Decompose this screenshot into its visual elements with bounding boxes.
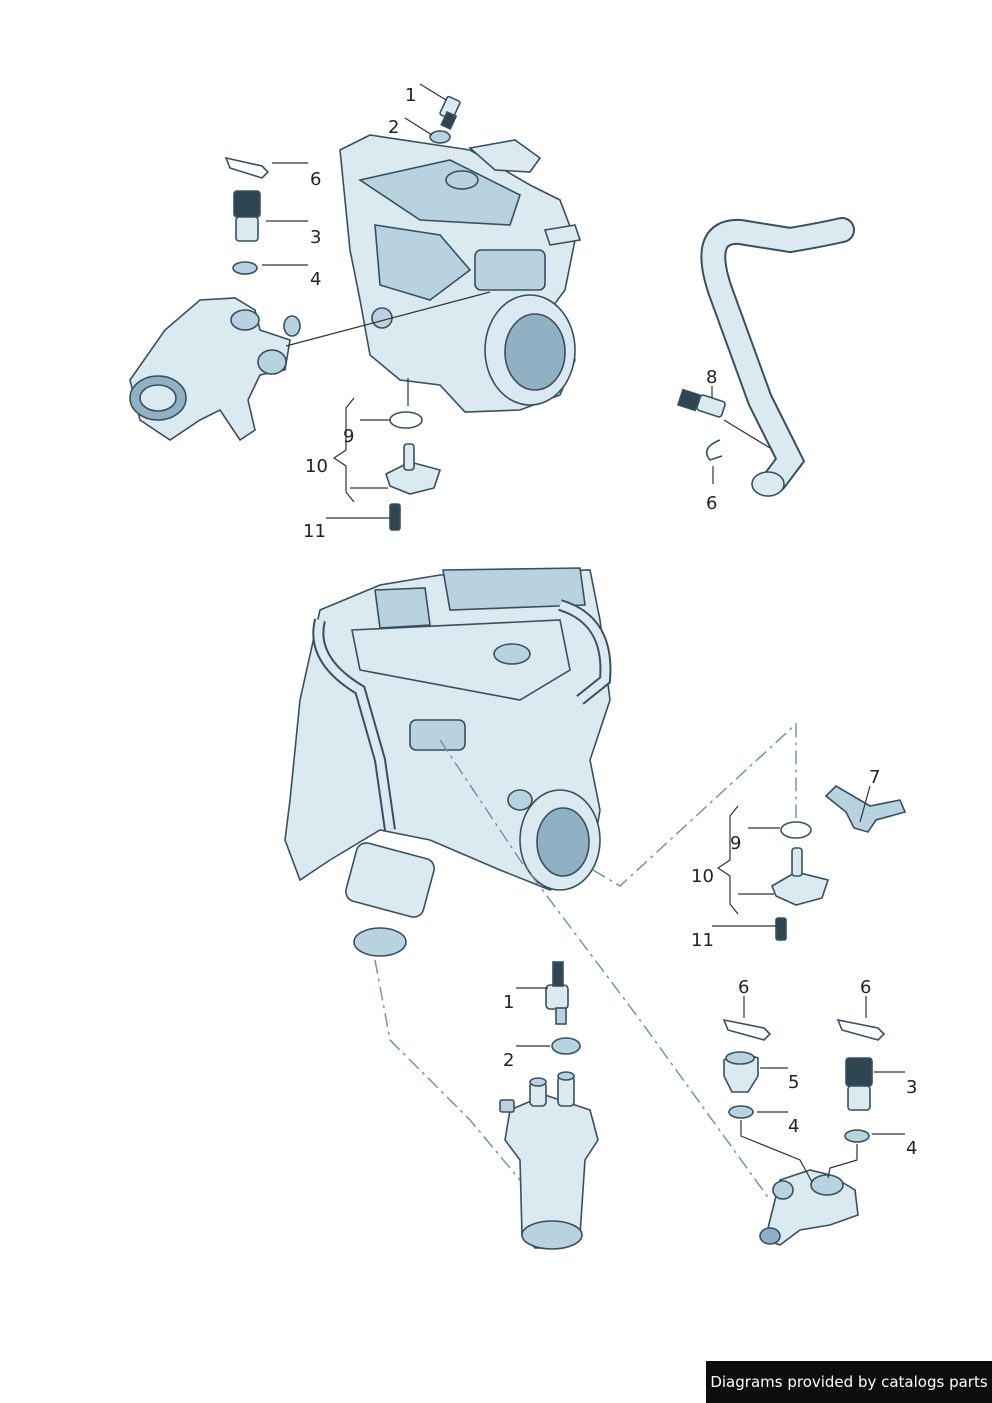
callout-4-lower-a: 4 [788,1116,799,1137]
callout-6-right: 6 [706,493,717,514]
leader-lines-bottom [374,722,905,1201]
engine-bottom [284,567,612,957]
sender-8 [676,388,726,418]
callout-6-lower-b: 6 [860,977,871,998]
callout-11: 11 [303,521,326,542]
coolant-hose [700,217,855,497]
spring-clip-6-top [224,156,270,179]
seal-ring-4-top [232,261,258,275]
spring-clip-6-right [705,439,723,461]
coolant-pipe-lower [759,1169,859,1246]
callout-1: 1 [405,85,416,106]
callout-11-bottom: 11 [691,930,714,951]
seal-2-top [429,130,451,144]
callout-7: 7 [869,767,880,788]
callout-2-bottom: 2 [503,1050,514,1071]
coolant-flange-top [129,297,301,442]
leader-lines-top [262,83,771,519]
callouts-lower-right: 7 9 10 11 6 5 4 6 3 4 [691,767,917,1159]
sender-1-bottom [545,961,569,1025]
seal-ring-4-lower-a [728,1105,754,1119]
callouts-lower-center: 1 2 [503,992,514,1071]
callout-10-bottom: 10 [691,866,714,887]
callout-4: 4 [310,269,321,290]
seal-2-bottom [551,1037,581,1055]
engine-top [339,134,582,413]
callout-3: 3 [310,227,321,248]
callout-9: 9 [343,426,354,447]
callout-10: 10 [305,456,328,477]
callout-2: 2 [388,117,399,138]
seal-ring-4-lower-b [844,1129,870,1143]
callouts-top-left: 1 2 6 3 4 9 10 11 [303,85,416,542]
callout-3-bottom: 3 [906,1077,917,1098]
callout-6-lower-a: 6 [738,977,749,998]
sender-1-top [439,95,461,131]
spring-clip-6-lower-b [836,1018,886,1041]
oil-filter-housing [499,1071,599,1250]
sensor-10-top [385,411,442,531]
callout-6: 6 [310,169,321,190]
callouts-top-right: 8 6 [706,367,717,514]
diagram-credit-footer: Diagrams provided by catalogs parts [706,1361,992,1403]
callout-9-bottom: 9 [730,833,741,854]
callout-8: 8 [706,367,717,388]
sensor-10-bottom [771,821,830,941]
sender-3-top [233,190,261,242]
callout-4-lower-b: 4 [906,1138,917,1159]
sender-3-bottom [845,1057,873,1111]
bracket-7 [824,784,907,833]
callout-5: 5 [788,1072,799,1093]
cap-5 [723,1051,759,1093]
callout-1-bottom: 1 [503,992,514,1013]
spring-clip-6-lower-a [722,1018,772,1041]
